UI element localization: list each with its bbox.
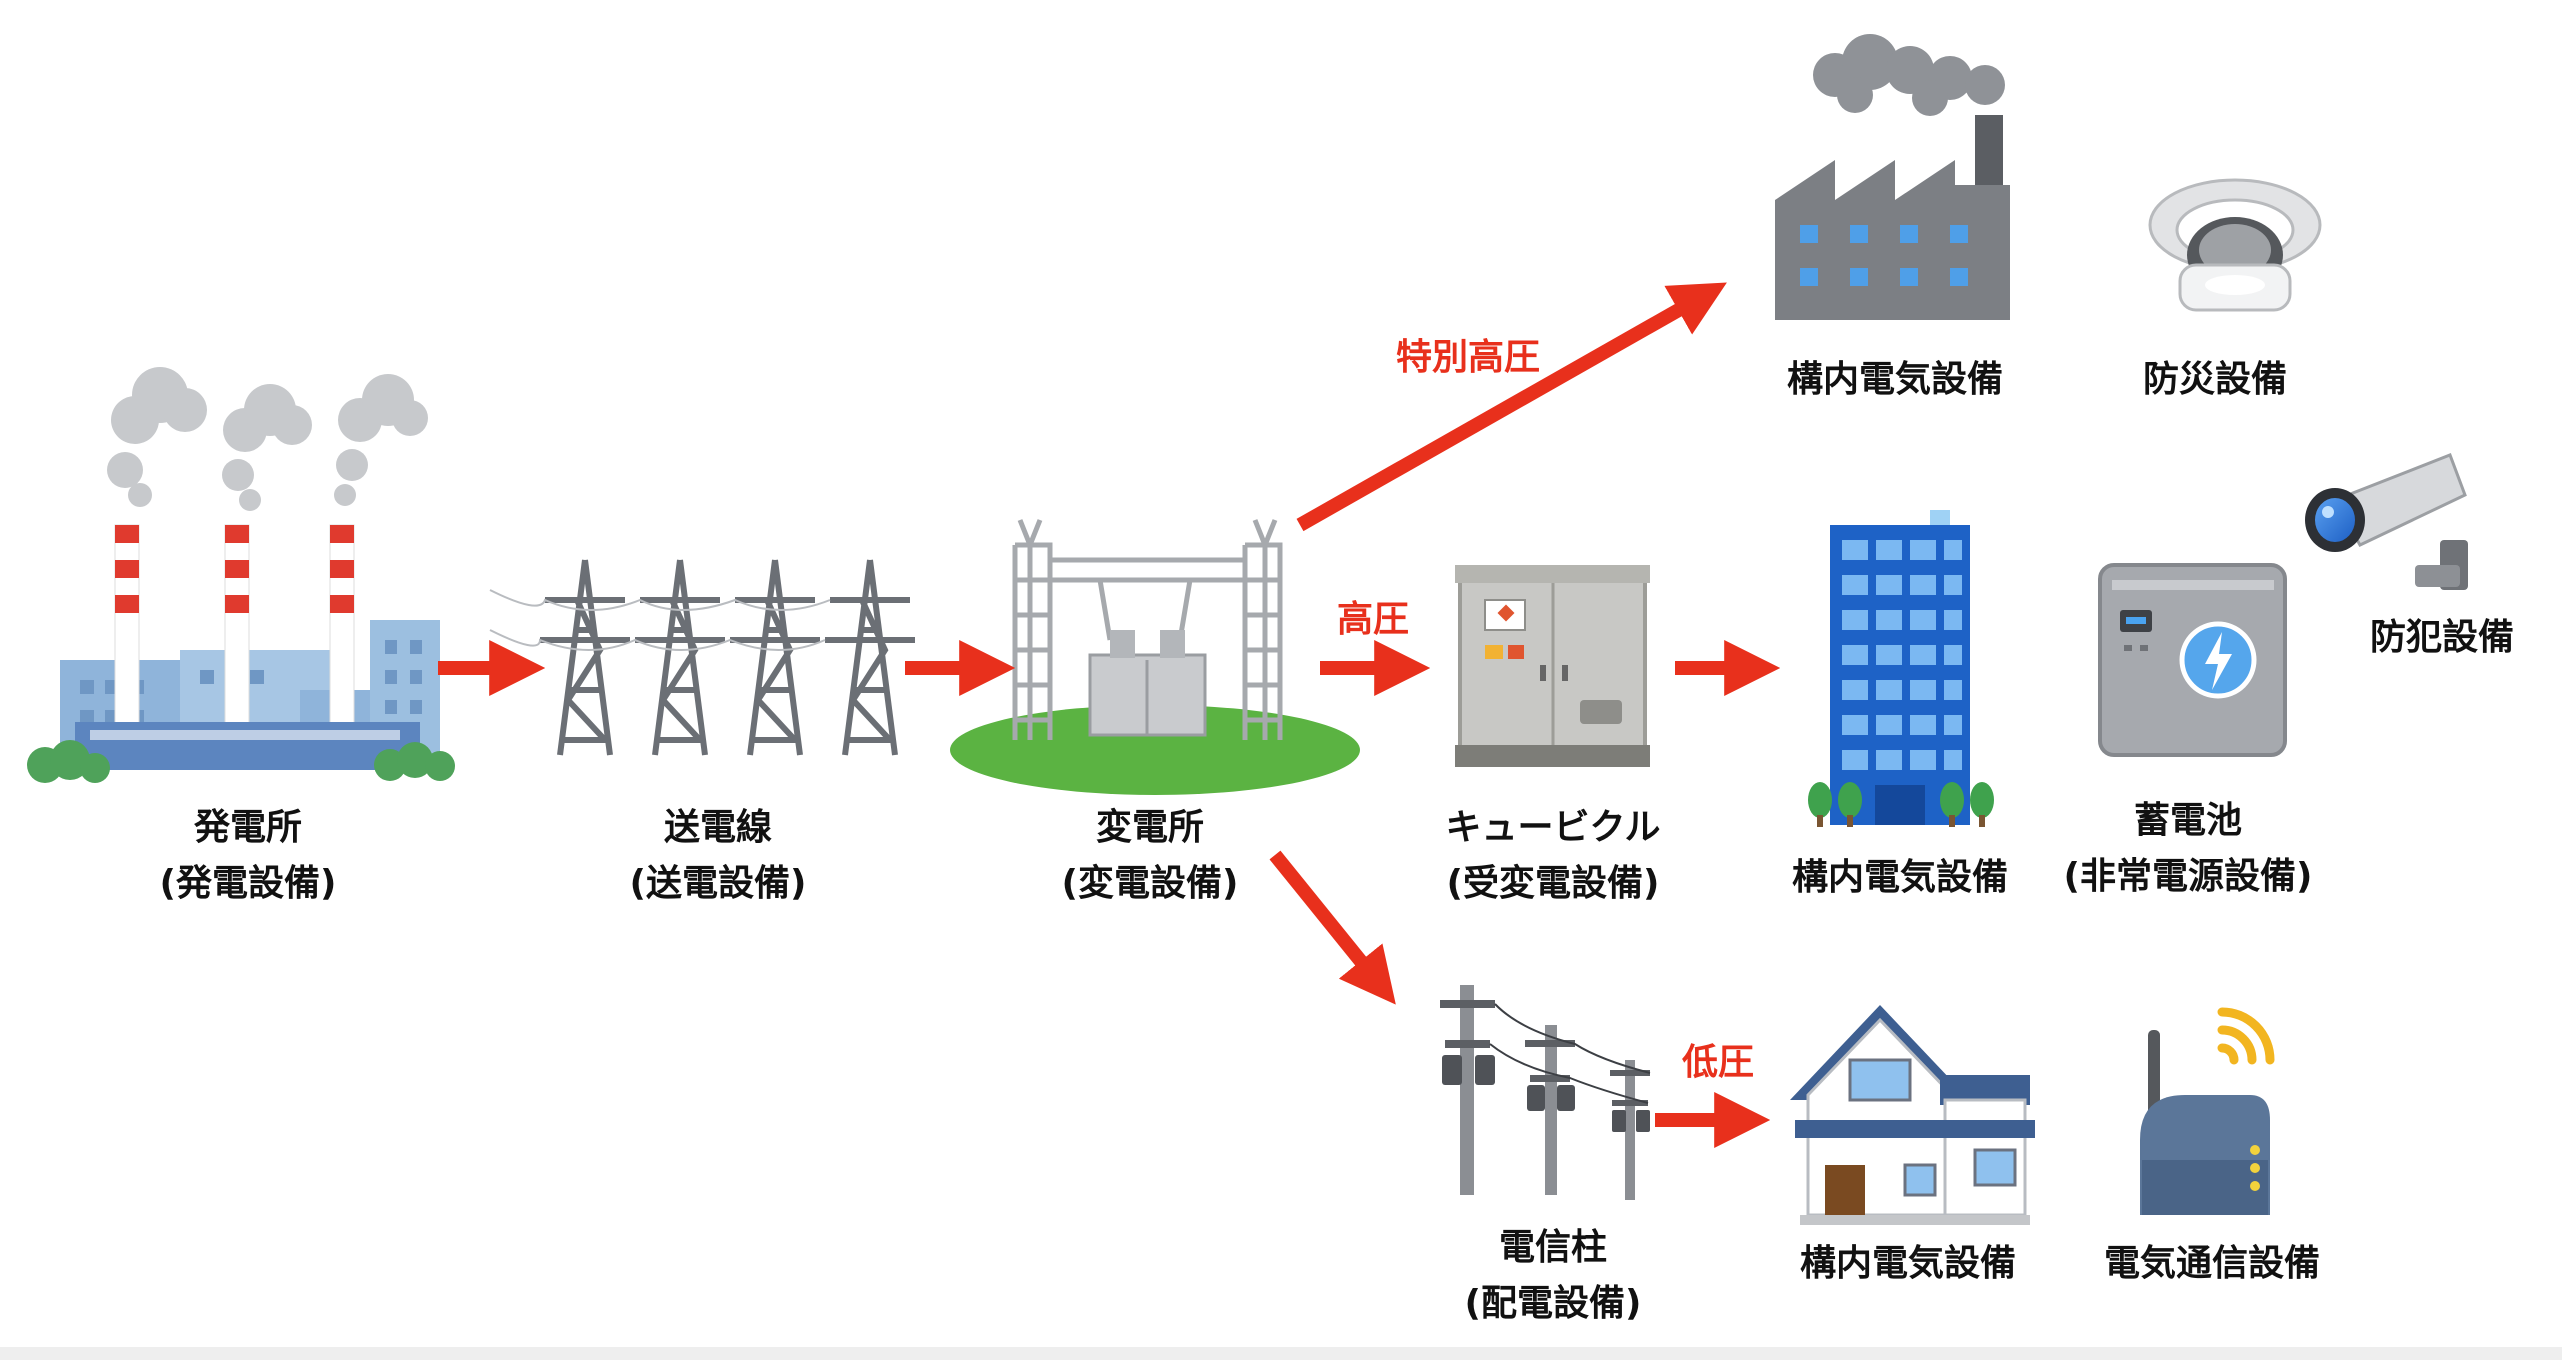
- factory-name: 構内電気設備: [1786, 359, 2004, 400]
- building-name: 構内電気設備: [1791, 857, 2009, 898]
- security-camera-icon: [2305, 453, 2468, 590]
- battery-icon: [2098, 563, 2287, 757]
- fire-alarm-name: 防災設備: [2142, 359, 2288, 400]
- power-plant-name: 発電所: [193, 807, 303, 848]
- tower-1: [540, 559, 630, 756]
- transmission-sub: (送電設備): [629, 863, 807, 904]
- router-label: 電気通信設備: [2104, 1236, 2320, 1292]
- power-plant-icon: [27, 367, 455, 783]
- house-name: 構内電気設備: [1799, 1243, 2017, 1284]
- fire-alarm-label: 防災設備: [2143, 352, 2287, 408]
- utility-pole-icon: [1440, 985, 1651, 1200]
- camera-label: 防犯設備: [2370, 610, 2514, 666]
- battery-sub: (非常電源設備): [2063, 856, 2313, 897]
- battery-label: 蓄電池 (非常電源設備): [2064, 793, 2313, 905]
- fire-alarm-icon: [2148, 178, 2322, 312]
- transmission-name: 送電線: [663, 807, 773, 848]
- tower-4: [825, 559, 915, 756]
- router-name: 電気通信設備: [2103, 1243, 2321, 1284]
- house-icon: [1790, 1005, 2035, 1225]
- flow-arrows: [438, 282, 1781, 1148]
- cubicle-icon: [1455, 565, 1650, 767]
- power-plant-sub: (発電設備): [159, 863, 337, 904]
- arrow-substation-to-factory: [1296, 282, 1727, 532]
- transmission-tower-icon: [489, 559, 915, 756]
- cubicle-sub: (受変電設備): [1446, 863, 1660, 904]
- arrow-substation-to-pole: [1269, 850, 1396, 1005]
- cubicle-name: キュービクル: [1445, 807, 1661, 848]
- voltage-low-label: 低圧: [1681, 1042, 1755, 1083]
- pole-name: 電信柱: [1498, 1227, 1608, 1268]
- power-plant-label: 発電所 (発電設備): [160, 800, 337, 912]
- substation-sub: (変電設備): [1061, 863, 1239, 904]
- substation-name: 変電所: [1095, 807, 1205, 848]
- tower-2: [635, 559, 725, 756]
- pole-label: 電信柱 (配電設備): [1465, 1220, 1642, 1332]
- tower-3: [730, 559, 820, 756]
- substation-icon: [950, 519, 1360, 795]
- transmission-label: 送電線 (送電設備): [630, 800, 807, 912]
- voltage-high-label: 高圧: [1336, 599, 1410, 640]
- substation-label: 変電所 (変電設備): [1062, 800, 1239, 912]
- router-icon: [2140, 1007, 2275, 1215]
- factory-label: 構内電気設備: [1787, 352, 2003, 408]
- battery-name: 蓄電池: [2133, 800, 2243, 841]
- house-label: 構内電気設備: [1800, 1236, 2016, 1292]
- factory-icon: [1775, 34, 2010, 320]
- pole-sub: (配電設備): [1464, 1283, 1642, 1324]
- camera-name: 防犯設備: [2369, 617, 2515, 658]
- voltage-extra-high-label: 特別高圧: [1395, 337, 1541, 378]
- cubicle-label: キュービクル (受変電設備): [1446, 800, 1661, 912]
- office-building-icon: [1808, 510, 1994, 827]
- building-label: 構内電気設備: [1792, 850, 2008, 906]
- bottom-strip: [0, 1347, 2562, 1360]
